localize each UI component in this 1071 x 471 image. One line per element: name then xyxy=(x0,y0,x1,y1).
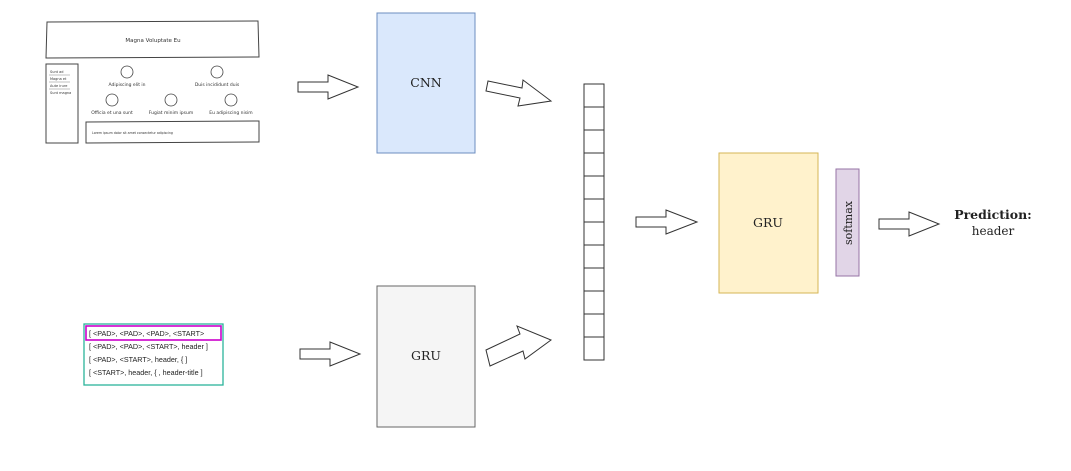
token-sequence-image: [ <PAD>, <PAD>, <PAD>, <START> [ <PAD>, … xyxy=(83,323,224,386)
prediction-label: Prediction: xyxy=(954,207,1032,222)
sketch-card-label: Officia et una sunt xyxy=(91,110,133,116)
sequence-line: [ <START>, header, { , header-title ] xyxy=(89,368,203,377)
sketch-card-label: Fugiat minim ipsum xyxy=(149,110,194,116)
arrow-softmax-to-prediction xyxy=(878,211,941,237)
concatenated-feature-vector xyxy=(583,83,605,361)
sketch-footer-text: Lorem ipsum dolor sit amet consectetur a… xyxy=(92,131,173,135)
sequence-line: [ <PAD>, <PAD>, <START>, header ] xyxy=(89,342,208,351)
arrow-image-to-cnn xyxy=(297,74,360,100)
gru-decoder-block xyxy=(718,152,819,294)
gru-decoder-label: GRU xyxy=(753,215,783,230)
sketch-card-label: Eu adipiscing nisim xyxy=(209,110,252,116)
sketch-nav-item: Aute irure xyxy=(50,84,67,88)
softmax-label: softmax xyxy=(842,200,855,245)
current-window-highlight xyxy=(85,325,222,341)
sketch-nav-item: Sunt ad xyxy=(50,70,64,74)
arrow-gru-to-vector xyxy=(485,325,553,367)
gui-sketch-image: Magna Voluptate Eu Sunt ad Magna et Aute… xyxy=(45,20,260,144)
sequence-box xyxy=(83,323,224,386)
prediction-value: header xyxy=(972,224,1015,238)
sketch-card-label: Duis incididunt duis xyxy=(195,82,240,88)
sequence-line: [ <PAD>, <PAD>, <PAD>, <START> xyxy=(89,329,204,338)
sequence-line: [ <PAD>, <START>, header, { ] xyxy=(89,355,187,364)
arrow-vector-to-gru xyxy=(635,209,699,235)
gru-encoder-block xyxy=(376,285,476,428)
sketch-header-text: Magna Voluptate Eu xyxy=(125,38,180,44)
cnn-label: CNN xyxy=(410,75,442,90)
softmax-block xyxy=(835,168,860,277)
cnn-block xyxy=(376,12,476,154)
arrow-seq-to-gru xyxy=(299,341,362,367)
sketch-nav-item: Magna et xyxy=(50,77,67,81)
sketch-nav-item: Sunt magna xyxy=(50,91,71,95)
gru-encoder-label: GRU xyxy=(411,348,441,363)
sketch-card-label: Adipiscing elit in xyxy=(109,82,146,88)
arrow-cnn-to-vector xyxy=(485,79,553,107)
